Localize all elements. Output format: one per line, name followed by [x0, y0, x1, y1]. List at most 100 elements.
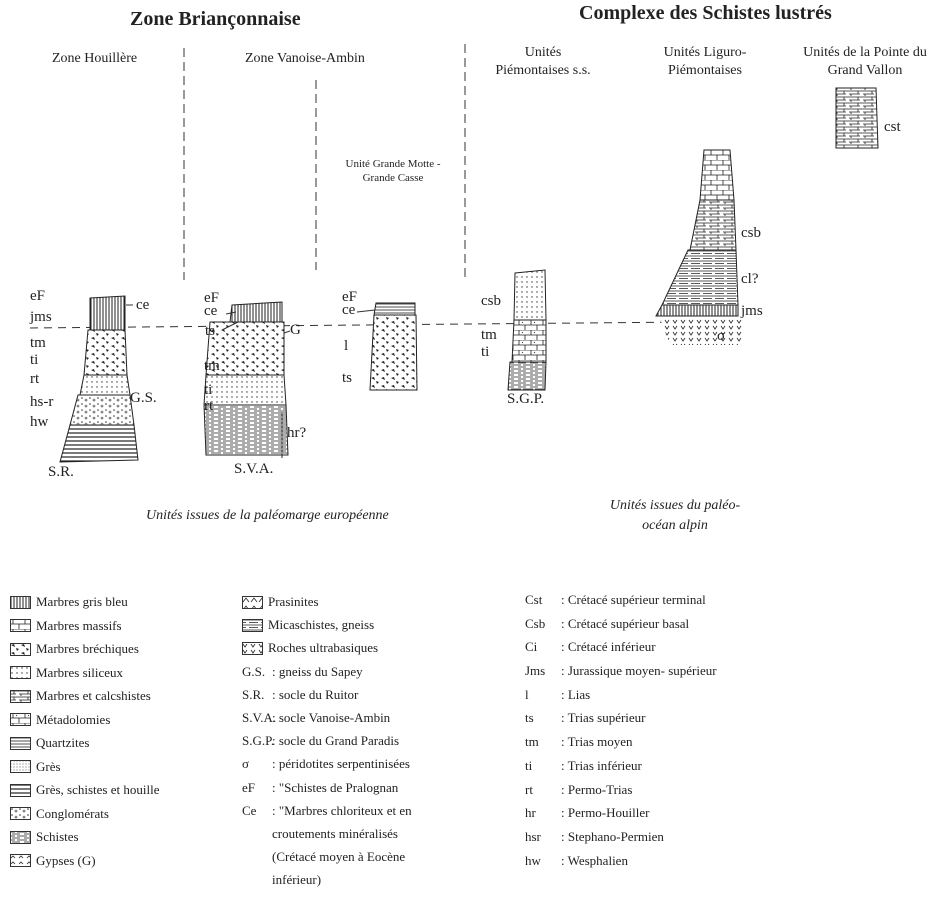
legend-item: Marbres siliceux — [10, 661, 159, 685]
legend-label: : Wesphalien — [561, 852, 628, 868]
label-c1-ti: ti — [30, 352, 39, 368]
legend-key: S.V.A. — [242, 709, 277, 725]
legend-key: Ce — [242, 802, 257, 818]
legend-label: inférieur) — [272, 872, 322, 888]
swatch-dots-icon — [10, 666, 31, 680]
legend-key: Ci — [525, 639, 538, 655]
legend-label: Grès, schistes et houille — [36, 782, 160, 797]
label-c1-ce: ce — [136, 297, 150, 313]
title-complexe: Complexe des Schistes lustrés — [579, 2, 832, 24]
legend-item: croutements minéralisés — [242, 822, 412, 845]
legend-item: Marbres bréchiques — [10, 637, 159, 661]
swatch-prasin-icon — [242, 595, 263, 609]
legend-label: croutements minéralisés — [272, 825, 398, 841]
separators — [183, 44, 466, 280]
legend-item: G.S.: gneiss du Sapey — [242, 660, 412, 683]
label-c2-ts: ts — [205, 323, 216, 339]
legend-label: : socle Vanoise-Ambin — [272, 709, 391, 725]
legend-label: : Permo-Trias — [561, 781, 633, 797]
swatch-gypse-icon — [10, 854, 31, 868]
legend-item: Marbres massifs — [10, 614, 159, 638]
legend-label: : socle du Grand Paradis — [272, 733, 400, 749]
legend-item: (Crétacé moyen à Eocène — [242, 845, 412, 868]
legend-label: Gypses (G) — [36, 852, 96, 868]
legend-key: ts — [525, 710, 534, 726]
label-c2-eF: eF — [204, 290, 219, 306]
label-c3-ts: ts — [342, 370, 353, 386]
label-c2-tm: tm — [204, 358, 220, 374]
label-c2-sva: S.V.A. — [234, 461, 274, 477]
label-c4-ti: ti — [481, 344, 490, 360]
label-c2-g: G — [290, 322, 301, 338]
legend-label: : Crétacé supérieur basal — [561, 615, 690, 631]
swatch-finedots-icon — [10, 760, 31, 774]
legend-item: S.R.: socle du Ruitor — [242, 683, 412, 706]
legend-key: S.R. — [242, 686, 265, 702]
legend-label: : Stephano-Permien — [561, 828, 664, 844]
label-c1-gs: G.S. — [130, 390, 157, 406]
legend-item: Micaschistes, gneiss — [242, 613, 412, 636]
label-c1-hsr: hs-r — [30, 394, 54, 410]
swatch-dolo-icon — [10, 713, 31, 727]
legend-label: Marbres gris bleu — [36, 594, 128, 609]
legend-label: Marbres bréchiques — [36, 641, 139, 656]
legend-label: Grès — [36, 758, 61, 774]
legend-key: ti — [525, 757, 533, 773]
legend-label: : gneiss du Sapey — [272, 663, 363, 679]
column-grande-motte — [369, 302, 418, 391]
legend-label: (Crétacé moyen à Eocène — [272, 849, 406, 865]
legend-item: Marbres gris bleu — [10, 590, 159, 614]
header-vanoise: Zone Vanoise-Ambin — [245, 51, 365, 66]
legend-item: Gypses (G) — [10, 849, 159, 873]
legend-key: hsr — [525, 828, 541, 844]
swatch-calc-icon — [10, 689, 31, 703]
legend-item: S.V.A.: socle Vanoise-Ambin — [242, 706, 412, 729]
caption-paleomarge: Unités issues de la paléomarge européenn… — [146, 508, 389, 523]
swatch-conglo-icon — [10, 807, 31, 821]
legend-item: rt : Permo-Trias — [525, 778, 717, 802]
header-grande-motte: Unité Grande Motte -Grande Casse — [345, 158, 441, 184]
legend-item: Grès, schistes et houille — [10, 778, 159, 802]
legend-item: Prasinites — [242, 590, 412, 613]
legend-label: : "Marbres chloriteux et en — [272, 802, 412, 818]
legend-label: Conglomérats — [36, 805, 109, 821]
legend-item: eF: "Schistes de Pralognan — [242, 776, 412, 799]
legend-label: : Permo-Houiller — [561, 805, 650, 821]
legend-label: Prasinites — [268, 594, 319, 609]
label-c2-ti: ti — [204, 382, 213, 398]
label-c1-sr: S.R. — [48, 464, 74, 480]
header-houillere: Zone Houillère — [52, 51, 138, 66]
legend-label: : "Schistes de Pralognan — [272, 779, 399, 795]
legend-item: l: Lias — [525, 683, 717, 707]
label-c5-cl: cl? — [741, 271, 759, 287]
legend-label: : Trias moyen — [561, 734, 633, 750]
swatch-breccia-icon — [10, 642, 31, 656]
legend-item: hw : Wesphalien — [525, 849, 717, 873]
legend-label: Métadolomies — [36, 711, 111, 727]
legend-key: Jms — [525, 663, 546, 679]
label-c5-sigma: σ — [717, 328, 726, 344]
label-c2-ce: ce — [204, 303, 218, 319]
legend-key: hr — [525, 805, 536, 821]
legend-item: Csb: Crétacé supérieur basal — [525, 612, 717, 636]
label-c5-jms: jms — [741, 303, 763, 319]
legend-label: Schistes — [36, 829, 79, 844]
legend-label: : Crétacé supérieur terminal — [561, 592, 706, 607]
leaders — [126, 304, 376, 334]
title-zone-briancon: Zone Briançonnaise — [130, 8, 301, 30]
legend-key: rt — [525, 781, 533, 797]
label-c3-l: l — [344, 338, 349, 354]
label-c6-cst: cst — [884, 119, 901, 135]
legend-item: Roches ultrabasiques — [242, 636, 412, 659]
column-grand-vallon — [835, 87, 879, 149]
legend-item: ti: Trias inférieur — [525, 754, 717, 778]
swatch-schist-icon — [10, 830, 31, 844]
legend-key: hw — [525, 852, 541, 868]
legend-item: hr : Permo-Houiller — [525, 801, 717, 825]
legend-label: : Jurassique moyen- supérieur — [561, 663, 717, 679]
swatch-mica-icon — [242, 618, 263, 632]
